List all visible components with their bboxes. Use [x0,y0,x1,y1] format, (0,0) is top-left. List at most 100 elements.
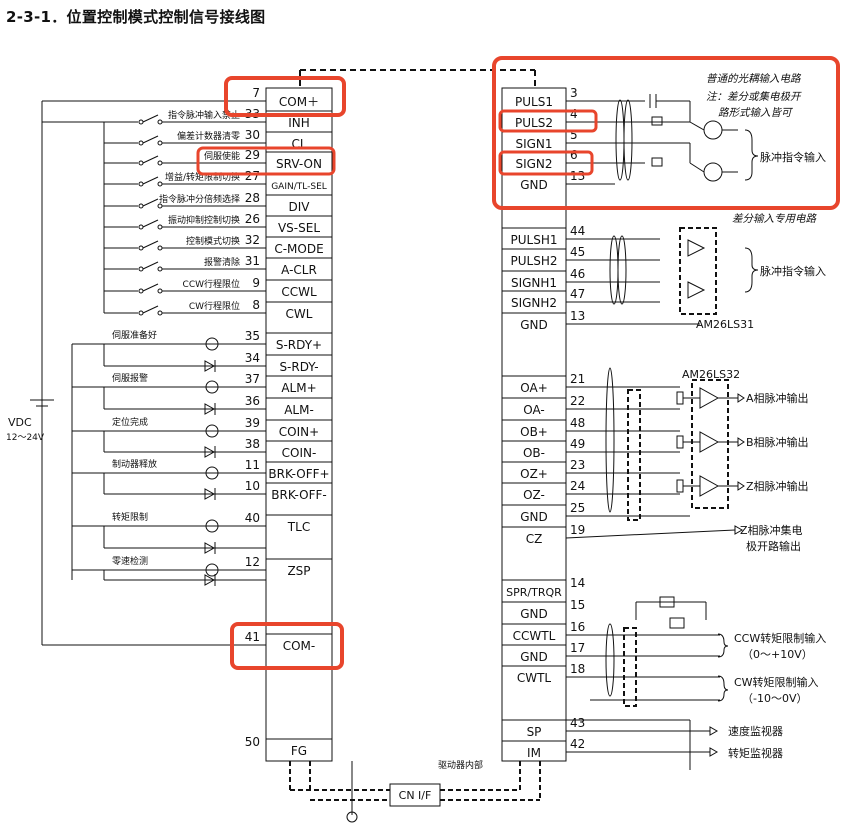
diff-title: 差分输入专用电路 [732,213,817,225]
optocoupler-icon [703,120,723,140]
left-pin-number: 39 [245,416,260,430]
opto-wire [689,121,705,131]
right-pin-label: OZ- [523,488,545,502]
arrow-icon [709,747,719,757]
ccw-limit-label: CCW转矩限制输入 [734,631,826,645]
right-pin-label: CCWTL [513,629,556,643]
output-signal-label: 定位完成 [112,416,148,428]
right-pin-label: OA- [523,403,545,417]
torque-monitor-label: 转矩监视器 [728,746,783,760]
left-pin-label: ALM- [284,403,314,417]
input-signal-label: 偏差计数器清零 [177,130,240,142]
ccw-limit-range: （0～+10V） [742,648,813,661]
right-pin-label: OB- [523,446,545,460]
left-pin-label: COM＋ [279,95,319,109]
switch-blade [142,305,159,314]
resistor-icon [676,435,684,449]
arrow-icon [737,393,745,403]
right-pin-label: GND [520,607,548,621]
shield-box [623,627,637,707]
right-pin-number: 47 [570,287,585,301]
driver-icon [687,281,706,299]
switch-contact [157,245,163,251]
left-pin-label: S-RDY+ [276,338,322,352]
switch-contact [157,160,163,166]
left-pin-label: GAIN/TL-SEL [271,182,327,192]
switch-contact [138,203,144,209]
right-pin-number: 13 [570,169,585,183]
diode-icon [204,360,216,372]
switch-blade [142,219,159,228]
twisted-pair-icon [617,235,627,305]
left-pin-label: COM- [283,639,316,653]
right-pin-label: SP [527,725,542,739]
arrow-icon [709,726,719,736]
right-pin-number: 6 [570,148,578,162]
output-signal-label: 制动器释放 [112,458,157,470]
switch-contact [157,224,163,230]
highlight-com-plus [224,76,346,117]
left-pin-number: 32 [245,233,260,247]
switch-contact [157,266,163,272]
left-pin-label: BRK-OFF- [271,488,326,502]
right-pin-number: 4 [570,107,578,121]
left-pin-label: SRV-ON [276,157,322,171]
switch-contact [138,160,144,166]
switch-contact [138,245,144,251]
right-pin-label: GND [520,510,548,524]
diode-icon [204,446,216,458]
switch-blade [142,155,159,164]
switch-contact [157,119,163,125]
right-pin-label: GND [520,178,548,192]
brace-icon [744,129,759,181]
ground-icon [346,811,358,823]
highlight-pulse-input [492,56,840,210]
optocoupler-note: 注：差分或集电极开 [706,91,802,103]
left-pin-label: CCWL [281,285,317,299]
left-connector-body [265,87,333,762]
right-pin-number: 3 [570,86,578,100]
diode-icon [204,542,216,554]
relay-coil-icon [205,337,219,351]
twisted-pair-icon [615,99,625,181]
input-signal-label: CW行程限位 [189,300,240,312]
switch-contact [157,140,163,146]
twisted-pair-icon [605,623,615,697]
left-pin-number: 11 [245,458,260,472]
right-pin-number: 22 [570,394,585,408]
cw-limit-label: CW转矩限制输入 [734,675,819,689]
right-pin-number: 13 [570,309,585,323]
potentiometer-icon [659,596,675,608]
switch-blade [142,261,159,270]
right-pin-label: IM [527,746,541,760]
left-pin-label: VS-SEL [278,221,320,235]
right-pin-number: 48 [570,416,585,430]
optocoupler-icon [703,162,723,182]
switch-blade [142,176,159,185]
right-pin-number: 21 [570,372,585,386]
left-pin-number: 36 [245,394,260,408]
left-pin-label: COIN- [282,446,317,460]
right-pin-label: GND [520,318,548,332]
right-pin-label: CZ [526,532,543,546]
right-pin-label: PULSH2 [511,254,558,268]
left-pin-number: 31 [245,254,260,268]
left-pin-number: 28 [245,191,260,205]
page-title: 2-3-1．位置控制模式控制信号接线图 [6,8,266,26]
left-pin-number: 12 [245,555,260,569]
receiver-icon [699,431,720,453]
highlight-com-minus [230,622,344,670]
left-pin-label: C-MODE [274,242,323,256]
resistor-icon [651,157,663,167]
right-pin-number: 25 [570,501,585,515]
right-pin-label: CWTL [517,671,552,685]
encoder-output-label: Z相脉冲输出 [746,479,809,493]
receiver-icon [699,475,720,497]
right-pin-number: 23 [570,458,585,472]
right-pin-label: OZ+ [520,467,548,481]
right-pin-number: 49 [570,437,585,451]
input-signal-label: 控制模式切换 [186,235,240,247]
switch-contact [138,224,144,230]
pulse-input-label: 脉冲指令输入 [760,150,826,164]
receiver-icon [699,387,720,409]
